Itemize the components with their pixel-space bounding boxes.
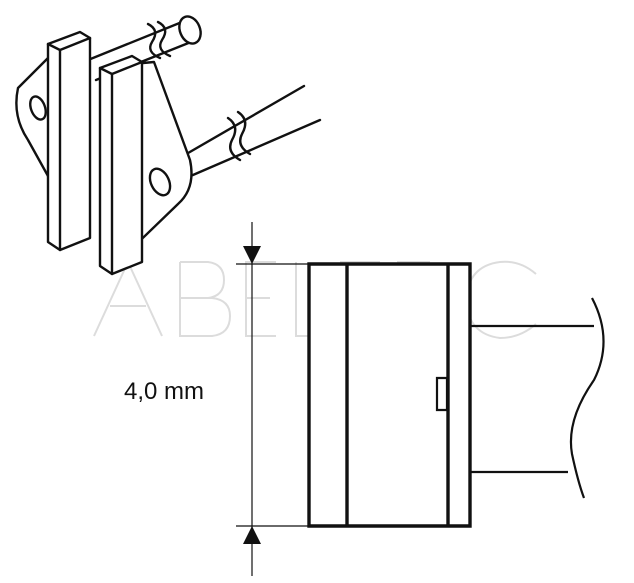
dimension-label: 4,0 mm [124, 378, 205, 405]
left-mounting-plate [16, 56, 50, 176]
dimension-arrow-top [243, 246, 261, 264]
dimension-arrow-bottom [243, 526, 261, 544]
side-shaft [470, 298, 604, 498]
left-tip-bar [48, 32, 90, 250]
dimension-extension-lines [236, 264, 309, 526]
isometric-tip-view [16, 13, 320, 274]
lower-shaft [176, 86, 320, 178]
tip-notch [437, 378, 447, 410]
right-tip-bar [100, 56, 142, 274]
side-view-tip [236, 222, 604, 576]
